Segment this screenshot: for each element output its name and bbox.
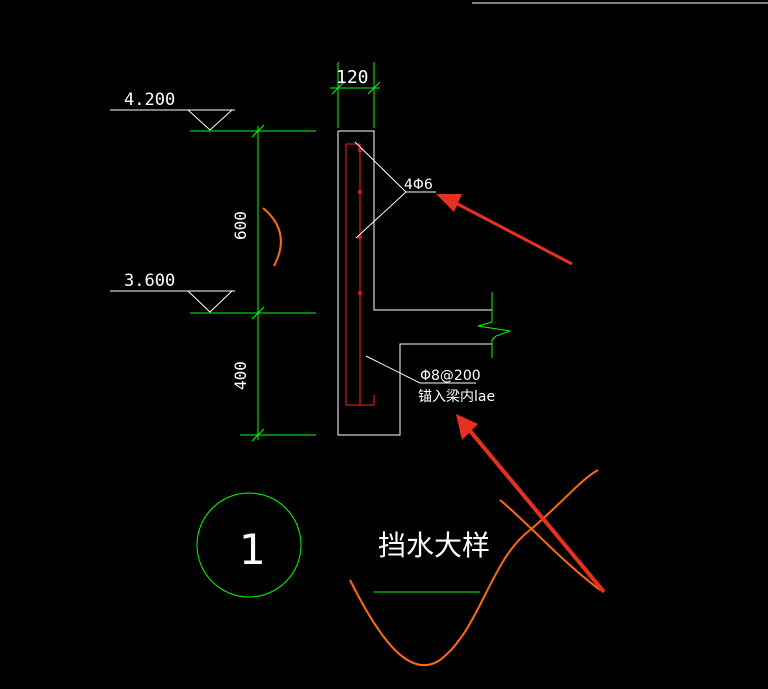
markup-slash bbox=[499, 499, 601, 591]
vertical-dimension-chain bbox=[190, 124, 316, 442]
anchorage-hook bbox=[360, 395, 375, 406]
elevation-label-top: 4.200 bbox=[124, 90, 175, 110]
dimension-upper-height: 600 bbox=[231, 211, 250, 240]
concrete-outline bbox=[337, 130, 492, 436]
annotation-arrow-upper bbox=[436, 194, 573, 266]
stirrup-bar bbox=[345, 143, 361, 406]
markup-bracket bbox=[262, 207, 282, 267]
detail-number: 1 bbox=[239, 525, 266, 574]
elevation-label-middle: 3.600 bbox=[124, 271, 175, 291]
break-line bbox=[477, 292, 511, 358]
elevation-marker-top: 4.200 bbox=[110, 90, 235, 131]
rebar-label-anchorage: 锚入梁内lae bbox=[418, 389, 495, 405]
detail-number-bubble: 1 bbox=[196, 492, 302, 598]
rebar-label-stirrup: Φ8@200 bbox=[420, 368, 481, 384]
horizontal-dimension-width bbox=[330, 62, 381, 128]
rebar-label-longitudinal: 4Φ6 bbox=[404, 177, 433, 193]
markup-curve bbox=[349, 469, 599, 667]
leader-lines bbox=[354, 141, 476, 384]
annotation-arrow-lower bbox=[456, 414, 606, 594]
dimension-width-label: 120 bbox=[336, 67, 369, 88]
drawing-title: 挡水大样 bbox=[378, 529, 490, 562]
elevation-marker-middle: 3.600 bbox=[110, 271, 235, 313]
dimension-lower-height: 400 bbox=[231, 361, 250, 390]
rebar bbox=[345, 143, 375, 406]
